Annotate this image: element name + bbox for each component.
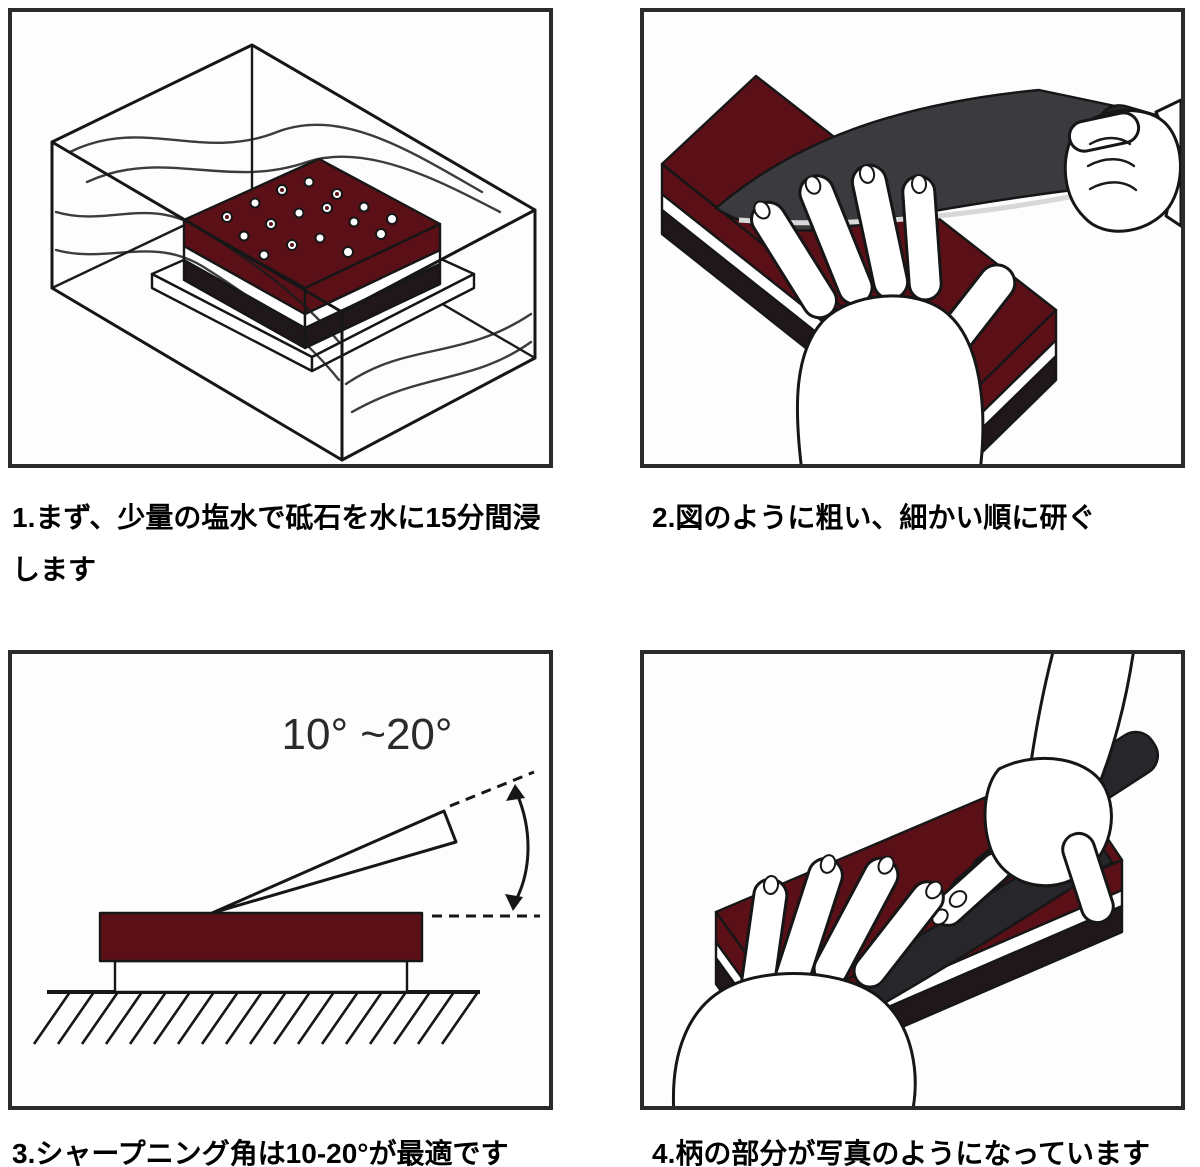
step4-caption: 4.柄の部分が写真のようになっています: [652, 1138, 1150, 1167]
step2-caption: 2.図のように粗い、細かい順に研ぐ: [652, 502, 1096, 533]
arrowhead-up: [506, 784, 525, 801]
illustration-angle-diagram: 10° ~20°: [32, 710, 540, 1045]
whetstone-side-view: [98, 911, 424, 963]
step1-caption: 1.まず、少量の塩水で砥石を水に15分間浸します: [12, 502, 541, 585]
arrowhead-down: [505, 894, 523, 911]
stone-base-block: [113, 959, 409, 994]
stone-pores-dots: [221, 176, 398, 261]
left-hand: [671, 854, 945, 1106]
panel-step2-frame: [640, 8, 1185, 468]
panel-step3-frame: 10° ~20°: [8, 650, 553, 1110]
right-hand: [1063, 98, 1181, 233]
panel-step4-frame: [640, 650, 1185, 1110]
whetstone: [182, 157, 442, 350]
blade-wedge: [210, 809, 458, 915]
hatched-surface: [32, 990, 480, 1045]
water-container-outline: [50, 43, 537, 462]
panel-step1-frame: [8, 8, 553, 468]
angle-label: 10° ~20°: [282, 710, 453, 759]
illustration-sharpening: [660, 74, 1181, 464]
step3-caption: 3.シャープニング角は10-20°が最適です: [12, 1138, 509, 1167]
illustration-handle-position: [671, 654, 1160, 1106]
illustration-soak-stone: [50, 43, 537, 462]
left-hand: [750, 163, 1017, 464]
angle-guides: [432, 770, 540, 918]
right-hand: [931, 756, 1115, 927]
